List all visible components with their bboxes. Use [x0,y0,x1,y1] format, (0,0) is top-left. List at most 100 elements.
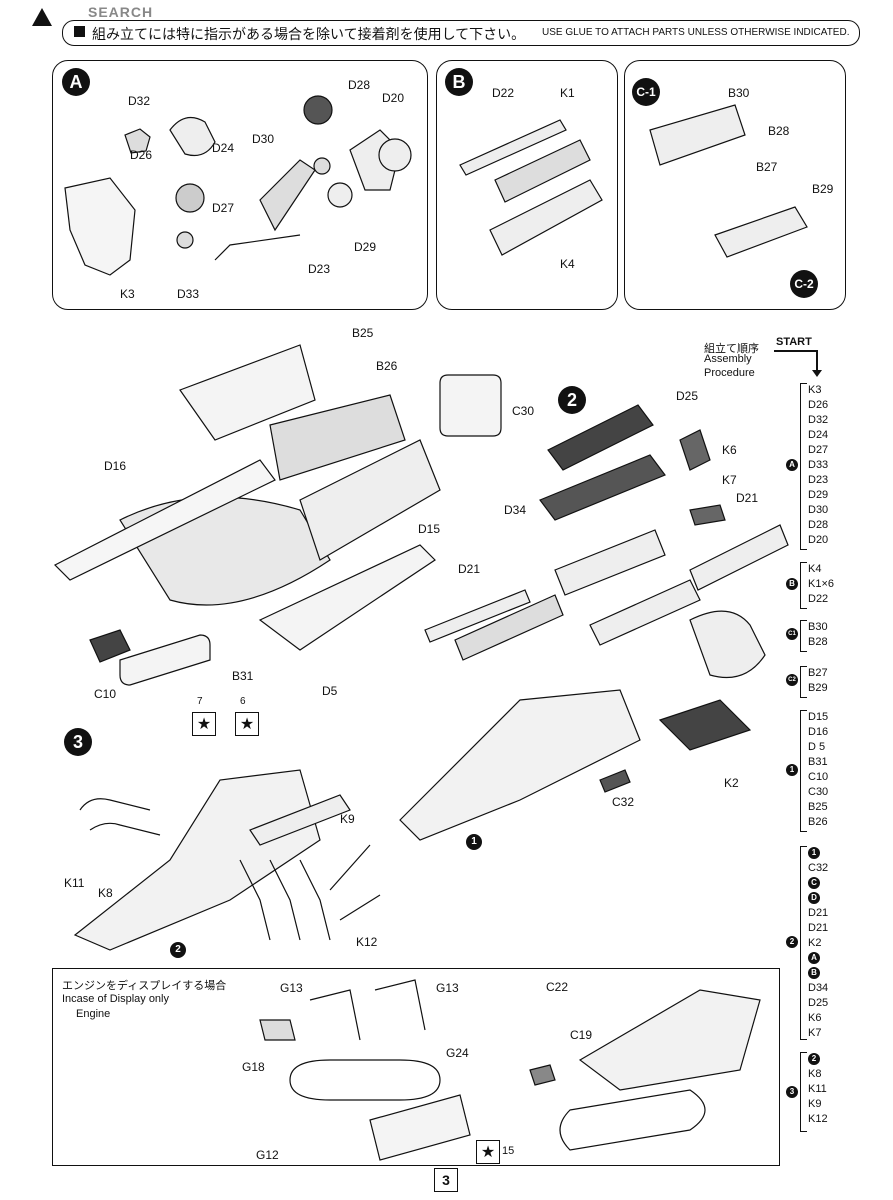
seq-c-marker-icon: C [808,877,820,890]
part-label-k9: K9 [340,812,355,826]
part-label-d5: D5 [322,684,338,698]
seq-1-marker-icon: 1 [808,847,820,860]
step-2-label: 2 [558,386,586,414]
part-label-k1: K1 [560,86,575,100]
seq-2-marker-icon: 2 [808,1053,820,1066]
panel-c [624,60,846,310]
part-label-b29: B29 [812,182,834,196]
paint-star-7-icon: ★ [192,712,216,736]
part-label-k7: K7 [722,473,737,487]
part-label-d33: D33 [177,287,200,301]
square-bullet-icon [74,26,85,37]
part-label-d16: D16 [104,459,127,473]
display-only-box [52,968,780,1166]
part-label-b30: B30 [728,86,750,100]
paint-star-7-number: 7 [197,696,203,707]
group-1-marker-icon: 1 [786,764,798,776]
step3-ref-2-icon: 2 [170,942,186,958]
panel-c1-label: C-1 [632,78,660,106]
step-3-label: 3 [64,728,92,756]
part-label-d21-left: D21 [458,562,481,576]
part-label-k3: K3 [120,287,135,301]
part-label-k2: K2 [724,776,739,790]
group-a-marker-icon: A [786,459,798,471]
part-label-g13-right: G13 [436,981,459,995]
group-2-marker-icon: 2 [786,936,798,948]
group-c2-marker-icon: C2 [786,674,798,686]
procedure-title-en-1: Assembly [704,353,752,365]
part-label-d30: D30 [252,132,275,146]
part-label-k8: K8 [98,886,113,900]
part-label-b31: B31 [232,669,254,683]
step-1-marker-icon: 1 [466,834,482,850]
group-b-marker-icon: B [786,578,798,590]
brace-group-a [800,383,807,550]
part-label-c19: C19 [570,1028,593,1042]
part-label-d22: D22 [492,86,515,100]
part-label-c22: C22 [546,980,569,994]
warning-triangle-icon [32,8,52,26]
part-label-d28: D28 [348,78,371,92]
start-arrow-down-icon [816,350,818,372]
part-label-d34: D34 [504,503,527,517]
site-logo: SEARCH [0,0,160,36]
part-label-g13-left: G13 [280,981,303,995]
start-arrowhead-icon [812,370,822,377]
part-label-c10: C10 [94,687,117,701]
panel-a-label: A [62,68,90,96]
part-label-g18: G18 [242,1060,265,1074]
part-label-d20: D20 [382,91,405,105]
header-instruction-bar [62,20,860,46]
part-label-k11: K11 [64,876,85,890]
part-label-d26: D26 [130,148,153,162]
sequence-group-3: 2 K8 K11 K9 K12 [808,1053,828,1125]
group-c1-marker-icon: C1 [786,628,798,640]
part-label-g24: G24 [446,1046,469,1060]
group-3-marker-icon: 3 [786,1086,798,1098]
part-label-g12: G12 [256,1148,279,1162]
part-label-b25: B25 [352,326,374,340]
procedure-title-jp: 組立て順序 [704,343,759,355]
brace-group-b [800,562,807,609]
part-label-d27: D27 [212,201,235,215]
part-label-d15: D15 [418,522,441,536]
part-label-d24: D24 [212,141,235,155]
paint-star-6-icon: ★ [235,712,259,736]
logo-text: SEARCH [88,4,154,20]
page-number: 3 [442,1172,450,1188]
paint-star-15-icon: ★ [476,1140,500,1164]
part-label-k4: K4 [560,257,575,271]
brace-group-c2 [800,666,807,698]
sequence-group-c1: B30 B28 [808,621,828,648]
part-label-d23: D23 [308,262,331,276]
part-label-b28: B28 [768,124,790,138]
page-number-box: 3 [434,1168,458,1192]
part-label-k12: K12 [356,935,378,949]
part-label-b27: B27 [756,160,778,174]
part-label-c32: C32 [612,795,635,809]
display-note-en-1: Incase of Display only [62,993,169,1005]
paint-star-15-number: 15 [502,1145,515,1157]
procedure-title-en-2: Procedure [704,367,755,379]
start-arrow-icon [774,350,818,352]
part-label-b26: B26 [376,359,398,373]
panel-b-label: B [445,68,473,96]
sequence-group-a: K3 D26 D32 D24 D27 D33 D23 D29 D30 D28 D… [808,384,829,546]
display-note-jp: エンジンをディスプレイする場合 [62,980,227,992]
part-label-d32: D32 [128,94,151,108]
sequence-group-b: K4 K1×6 D22 [808,563,834,605]
part-label-d21-right: D21 [736,491,759,505]
japanese-instruction: 組み立てには特に指示がある場合を除いて接着剤を使用して下さい。 [92,26,526,42]
brace-group-3 [800,1052,807,1132]
part-label-k6: K6 [722,443,737,457]
brace-group-1 [800,710,807,832]
panel-c2-label: C-2 [790,270,818,298]
part-label-d29: D29 [354,240,377,254]
english-instruction: USE GLUE TO ATTACH PARTS UNLESS OTHERWIS… [542,27,850,38]
procedure-start: START [776,336,812,348]
seq-a-marker-icon: A [808,952,820,965]
part-label-c30: C30 [512,404,535,418]
sequence-group-c2: B27 B29 [808,667,828,694]
display-note-en-2: Engine [76,1008,111,1020]
